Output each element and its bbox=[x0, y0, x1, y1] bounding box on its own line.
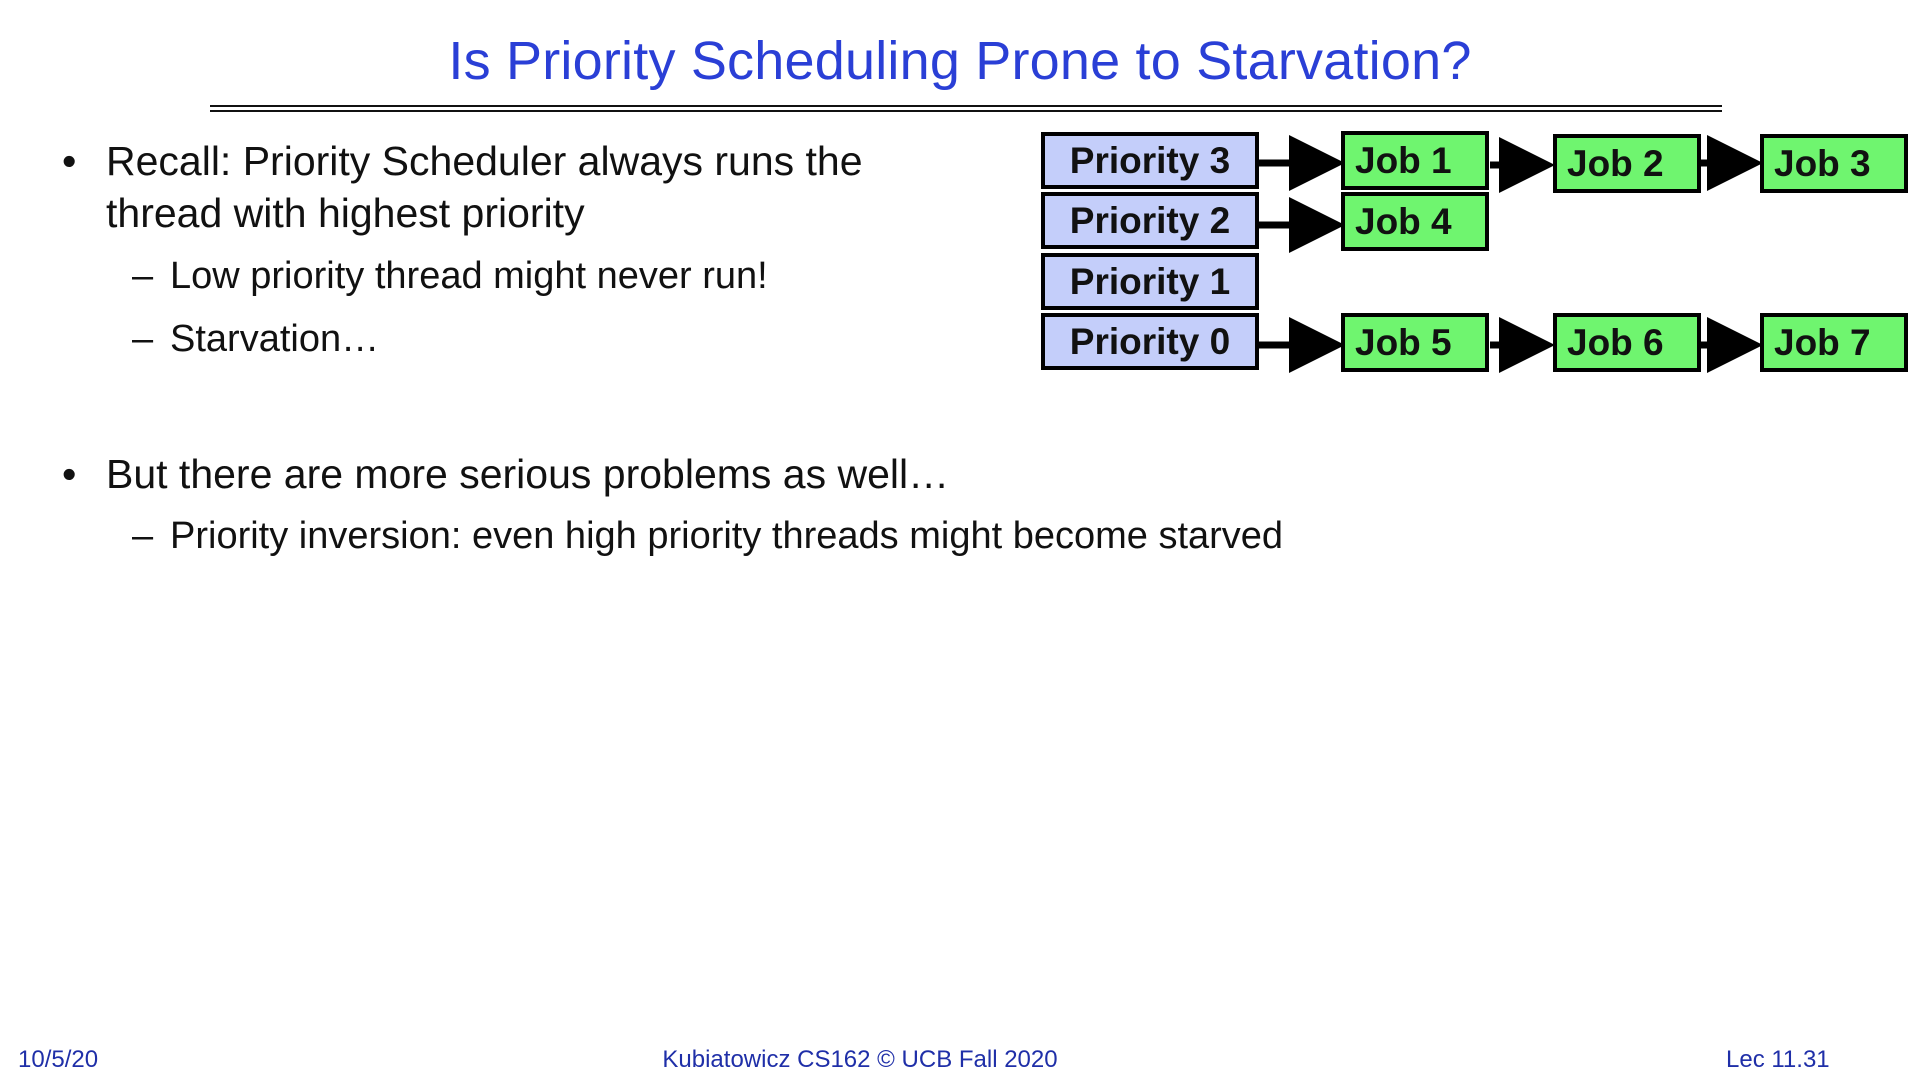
sub-dash: – bbox=[132, 318, 154, 360]
job-5-box: Job 5 bbox=[1341, 313, 1489, 372]
job-6-box: Job 6 bbox=[1553, 313, 1701, 372]
job-1-box: Job 1 bbox=[1341, 131, 1489, 190]
subbullet-low-priority: – Low priority thread might never run! bbox=[132, 252, 768, 300]
bullet-recall: • Recall: Priority Scheduler always runs… bbox=[62, 135, 902, 239]
bullet-text: Recall: Priority Scheduler always runs t… bbox=[106, 138, 863, 236]
footer-date: 10/5/20 bbox=[18, 1046, 99, 1073]
subbullet-text: Low priority thread might never run! bbox=[170, 255, 768, 297]
job-2-box: Job 2 bbox=[1553, 134, 1701, 193]
bullet-serious-problems: • But there are more serious problems as… bbox=[62, 448, 1362, 500]
subbullet-starvation: – Starvation… bbox=[132, 315, 379, 363]
subbullet-priority-inversion: – Priority inversion: even high priority… bbox=[132, 512, 1283, 560]
priority-2-box: Priority 2 bbox=[1041, 192, 1259, 249]
priority-1-box: Priority 1 bbox=[1041, 253, 1259, 310]
bullet-dot: • bbox=[62, 451, 77, 497]
footer-course: Kubiatowicz CS162 © UCB Fall 2020 bbox=[662, 1046, 1058, 1073]
slide-title: Is Priority Scheduling Prone to Starvati… bbox=[448, 31, 1472, 91]
title-rule-bottom bbox=[210, 110, 1722, 112]
bullet-text: But there are more serious problems as w… bbox=[106, 451, 950, 497]
job-4-box: Job 4 bbox=[1341, 192, 1489, 251]
priority-3-box: Priority 3 bbox=[1041, 132, 1259, 189]
sub-dash: – bbox=[132, 255, 154, 297]
subbullet-text: Priority inversion: even high priority t… bbox=[170, 515, 1284, 557]
sub-dash: – bbox=[132, 515, 154, 557]
title-rule-top bbox=[210, 105, 1722, 107]
job-3-box: Job 3 bbox=[1760, 134, 1908, 193]
priority-0-box: Priority 0 bbox=[1041, 313, 1259, 370]
job-7-box: Job 7 bbox=[1760, 313, 1908, 372]
subbullet-text: Starvation… bbox=[170, 318, 380, 360]
bullet-dot: • bbox=[62, 138, 77, 184]
footer-lecture: Lec 11.31 bbox=[1726, 1046, 1830, 1073]
